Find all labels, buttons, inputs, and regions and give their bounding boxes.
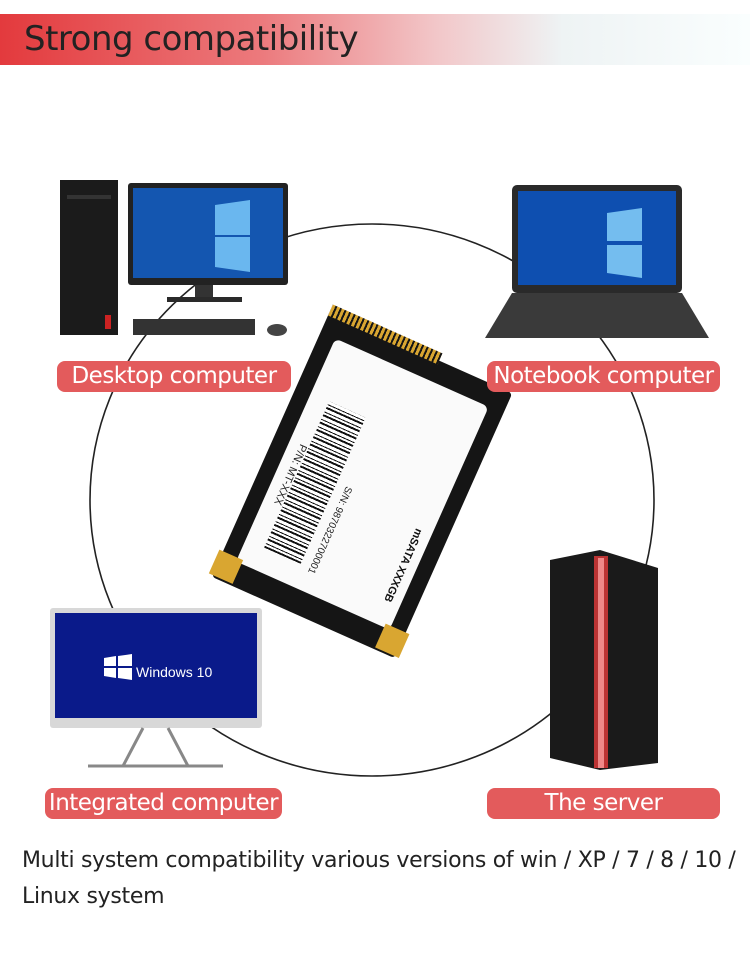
server-image: [550, 550, 658, 770]
label-notebook-computer: Notebook computer: [487, 361, 720, 392]
header-banner: Strong compatibility: [0, 14, 750, 65]
integrated-computer-image: Windows 10: [50, 608, 262, 768]
label-the-server: The server: [487, 788, 720, 819]
label-integrated-computer: Integrated computer: [45, 788, 282, 819]
windows-10-screen-text: Windows 10: [136, 664, 212, 680]
page-title: Strong compatibility: [24, 19, 359, 59]
compatibility-description: Multi system compatibility various versi…: [22, 848, 736, 909]
desktop-computer-image: [60, 180, 288, 336]
notebook-computer-image: [485, 185, 709, 338]
label-desktop-computer: Desktop computer: [57, 361, 291, 392]
